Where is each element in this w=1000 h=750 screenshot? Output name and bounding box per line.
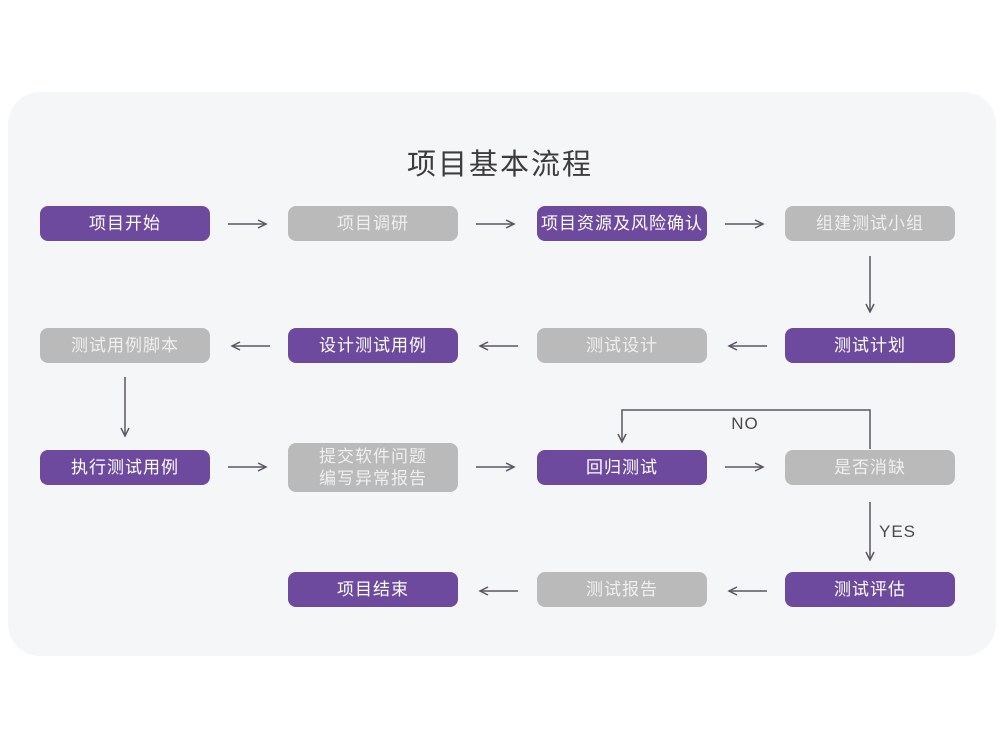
edge-label-yes: YES [879,522,917,541]
node-regression-test: 回归测试 [537,450,707,485]
node-label: 设计测试用例 [319,335,427,355]
node-project-start: 项目开始 [40,206,210,241]
node-defect-resolved: 是否消缺 [785,450,955,485]
node-label: 项目调研 [337,213,409,233]
node-test-plan: 测试计划 [785,328,955,363]
node-execute-test-cases: 执行测试用例 [40,450,210,485]
node-label: 测试报告 [586,579,658,599]
node-test-design: 测试设计 [537,328,707,363]
node-label: 提交软件问题 编写异常报告 [319,446,427,488]
page-title: 项目基本流程 [406,149,593,181]
node-label: 项目资源及风险确认 [541,213,703,233]
node-label: 项目开始 [89,213,161,233]
node-label: 项目结束 [337,579,409,599]
node-project-research: 项目调研 [288,206,458,241]
node-label: 测试设计 [586,335,658,355]
edge-label-no: NO [731,414,759,433]
node-submit-issues-report: 提交软件问题 编写异常报告 [288,443,458,492]
node-resource-risk-confirm: 项目资源及风险确认 [537,206,707,241]
node-project-end: 项目结束 [288,572,458,607]
node-build-test-team: 组建测试小组 [785,206,955,241]
node-label: 回归测试 [586,457,658,477]
node-design-test-cases: 设计测试用例 [288,328,458,363]
node-label: 是否消缺 [834,457,906,477]
node-test-evaluation: 测试评估 [785,572,955,607]
node-label: 测试计划 [834,335,906,355]
node-label: 测试用例脚本 [71,335,179,355]
node-label: 测试评估 [834,579,906,599]
node-label: 组建测试小组 [816,213,924,233]
flowchart-card [8,92,996,656]
node-test-case-script: 测试用例脚本 [40,328,210,363]
node-label: 执行测试用例 [71,457,179,477]
node-test-report: 测试报告 [537,572,707,607]
